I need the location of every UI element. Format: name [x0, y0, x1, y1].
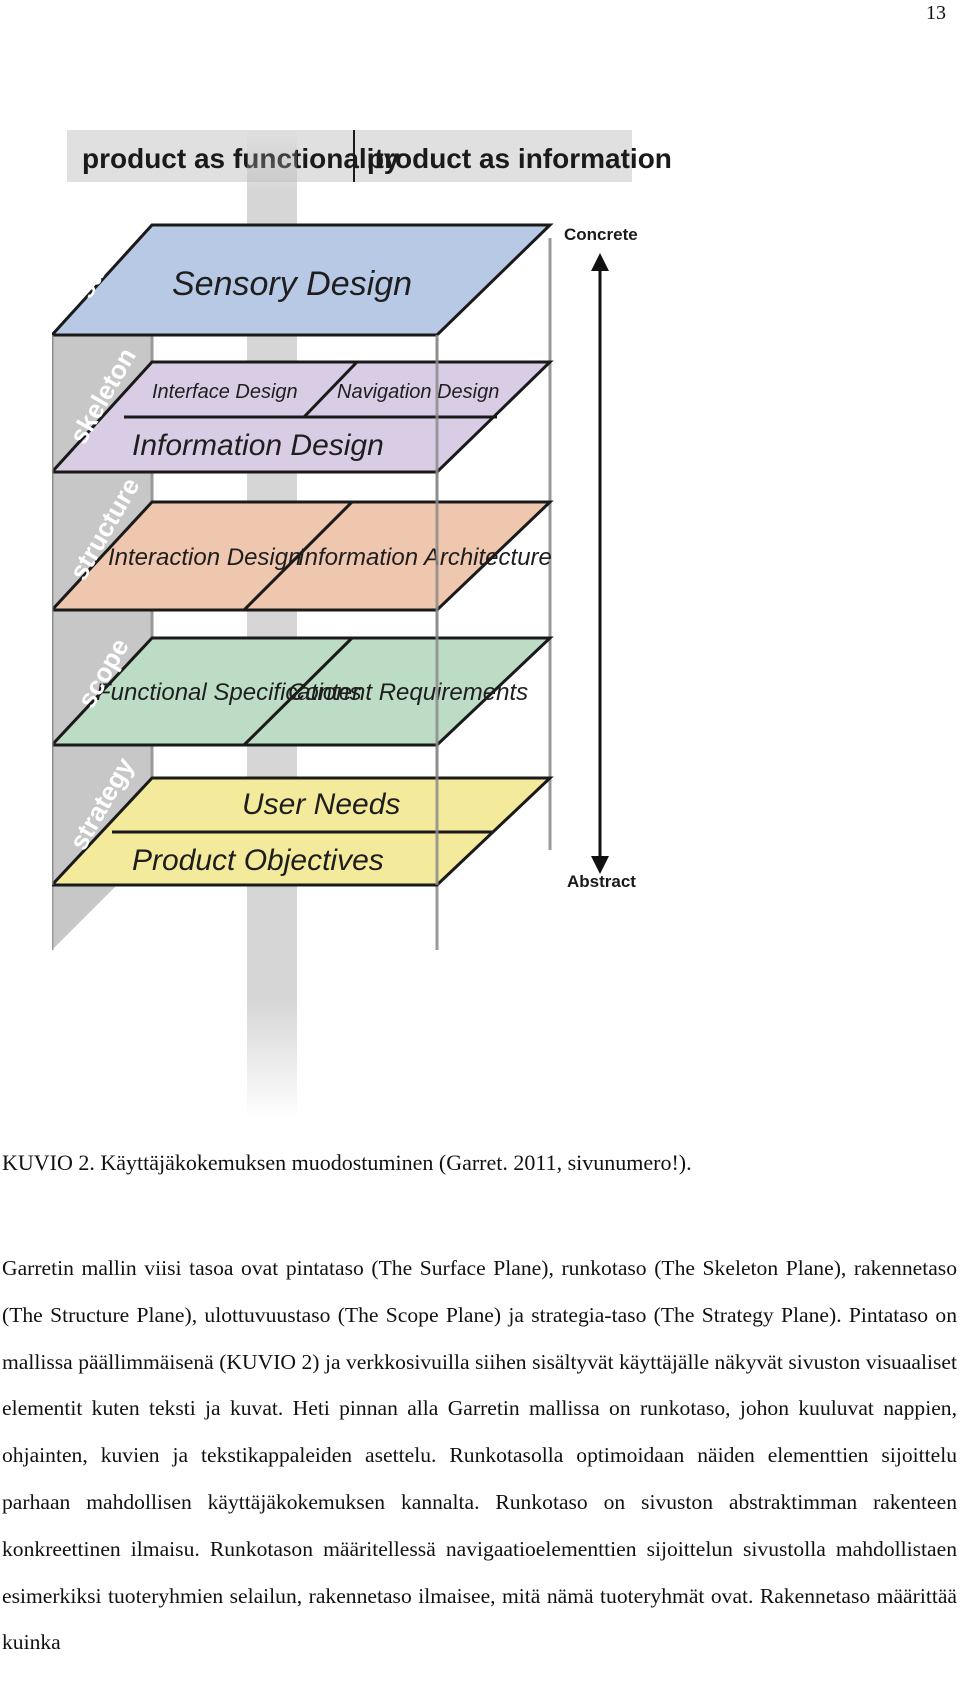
plane-content-requirements: Content Requirements [288, 679, 528, 706]
structure-divider [242, 500, 354, 612]
plane-interaction-design: Interaction Design [108, 544, 301, 571]
garrett-elements-diagram: product as functionality product as info… [52, 90, 712, 1125]
scope-divider [242, 636, 354, 747]
plane-functional-specifications: Functional Specifications [96, 679, 361, 706]
front-edges [52, 335, 439, 885]
plane-interface-design: Interface Design [152, 381, 298, 403]
skeleton-vertical-divider [302, 360, 359, 419]
plane-information-architecture: Information Architecture [298, 544, 552, 571]
figure-caption: KUVIO 2. Käyttäjäkokemuksen muodostumine… [2, 1150, 692, 1175]
page-number: 13 [926, 2, 946, 24]
header-band [67, 130, 632, 182]
plane-navigation-design: Navigation Design [337, 381, 499, 403]
header-left-label: product as functionality [82, 143, 400, 174]
body-paragraph: Garretin mallin viisi tasoa ovat pintata… [2, 1256, 957, 1655]
header-right-label: product as information [367, 143, 672, 174]
axis-label-abstract: Abstract [567, 872, 636, 891]
plane-product-objectives: Product Objectives [132, 844, 384, 877]
plane-user-needs: User Needs [242, 788, 400, 821]
plane-sensory-design: Sensory Design [172, 265, 412, 303]
axis-label-concrete: Concrete [564, 225, 638, 244]
plane-information-design: Information Design [132, 429, 384, 462]
